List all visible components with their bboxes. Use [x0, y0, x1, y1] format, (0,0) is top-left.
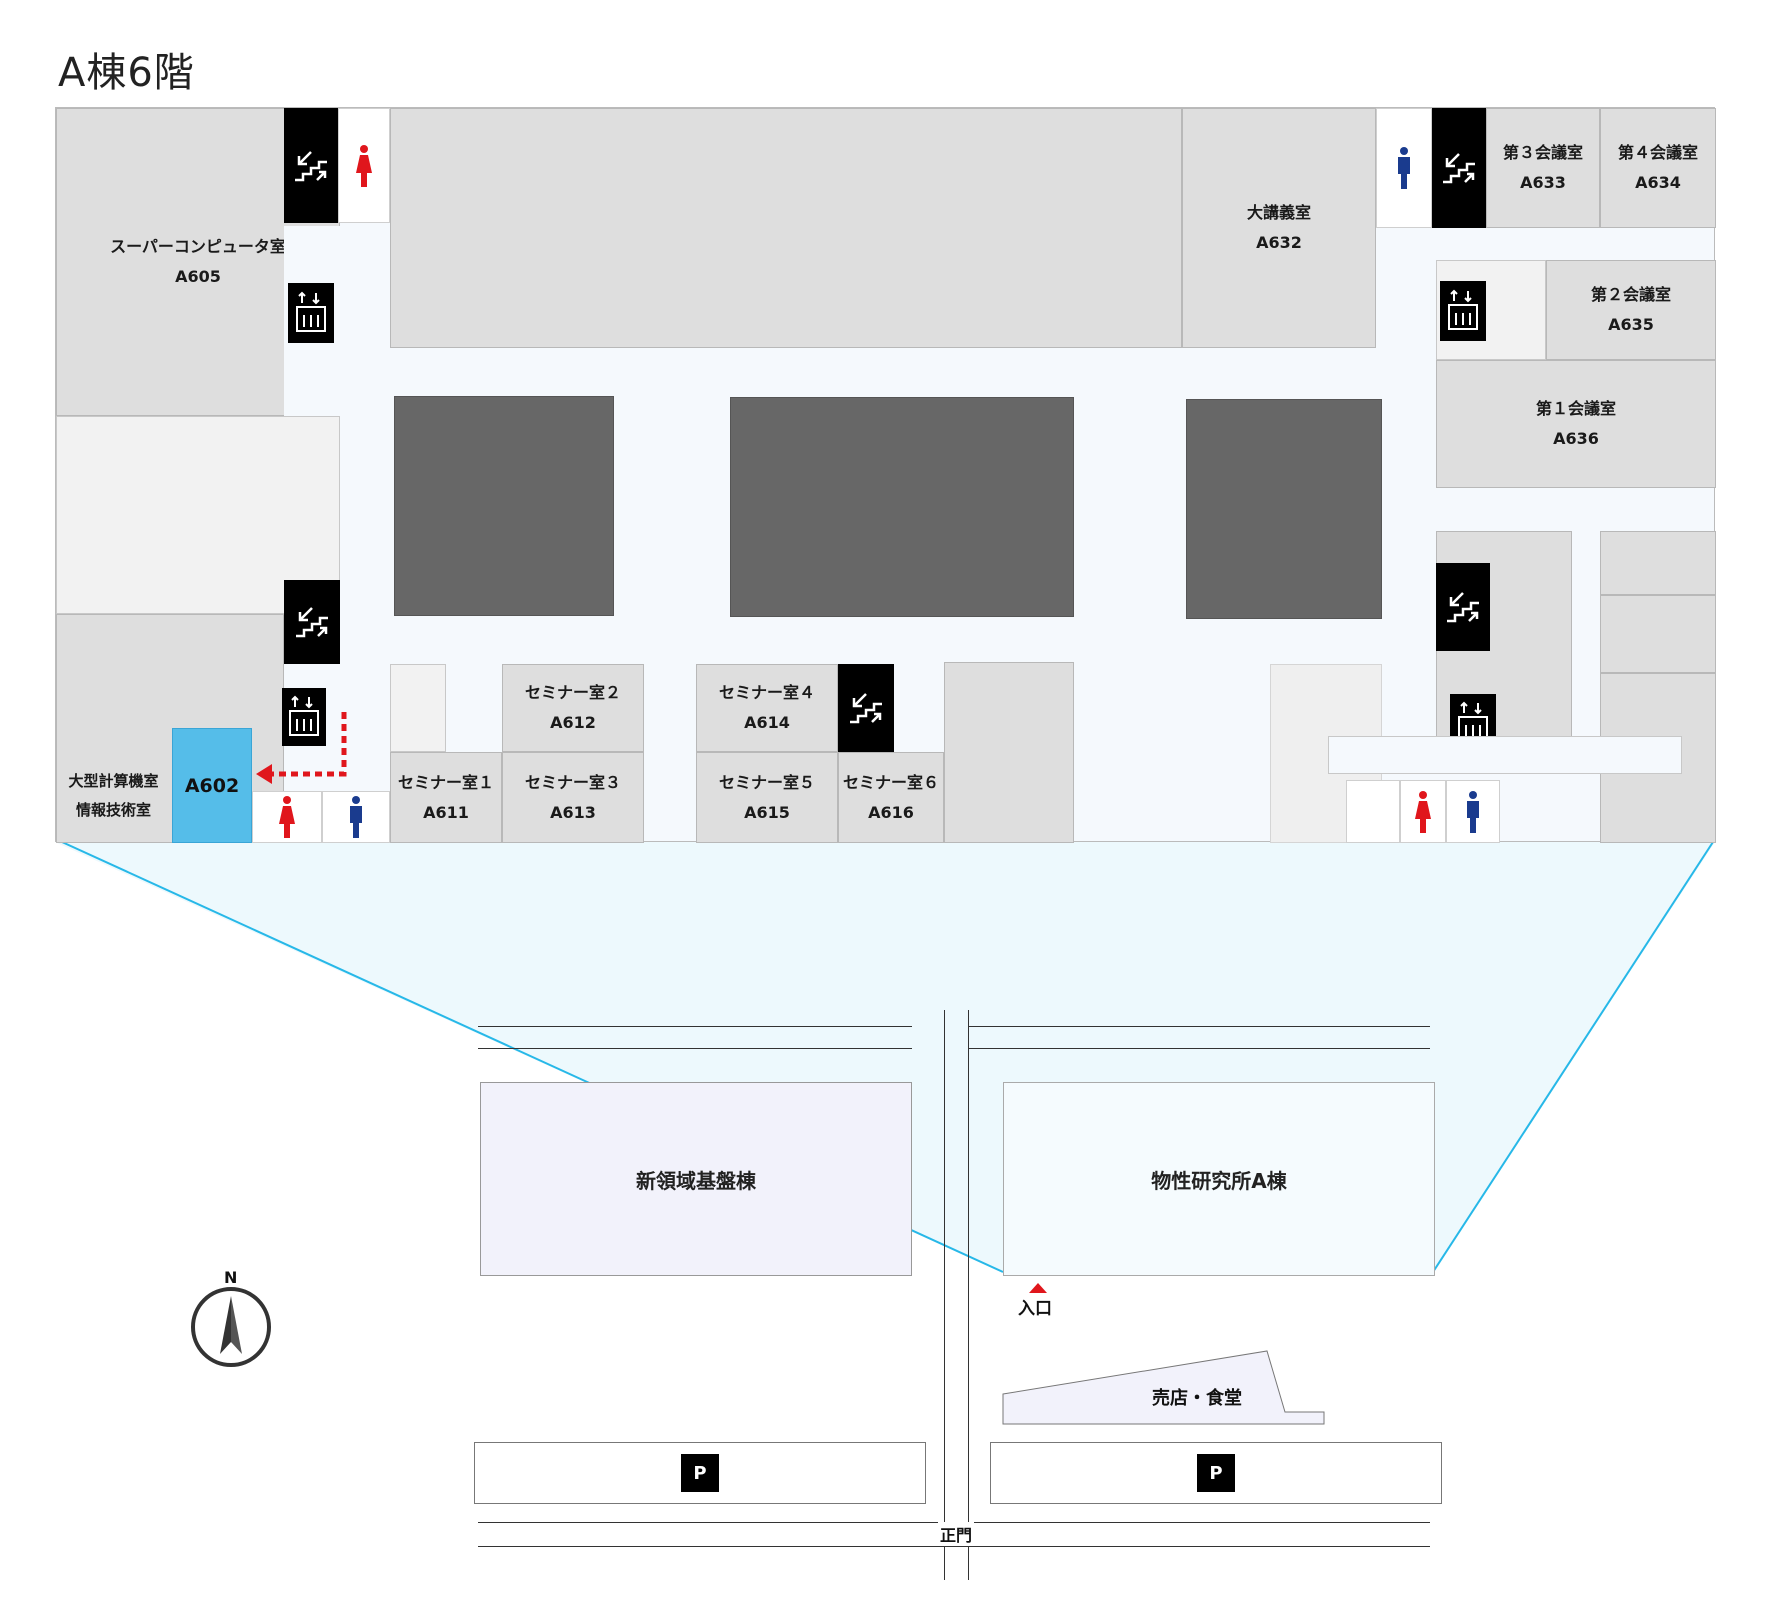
parking-badge: P [681, 1454, 719, 1492]
main-gate-label: 正門 [938, 1522, 975, 1546]
stairs-icon [1432, 108, 1486, 228]
room-large-computer-label[interactable]: 大型計算機室 情報技術室 [68, 772, 159, 819]
floor-title: A棟6階 [58, 50, 195, 96]
male-restroom-icon [1446, 780, 1500, 843]
room-a602-highlight[interactable]: A602 [172, 728, 252, 843]
room-seminar2[interactable]: セミナー室２ A612 [502, 664, 644, 752]
stairs-icon [284, 580, 340, 664]
building-issp-a[interactable]: 物性研究所A棟 [1003, 1082, 1435, 1276]
entrance-marker-icon [1029, 1283, 1047, 1293]
room-seminar1[interactable]: セミナー室１ A611 [390, 752, 502, 843]
stairs-icon [838, 664, 894, 752]
room-lecture-hall[interactable]: 大講義室 A632 [1182, 108, 1376, 348]
room-seminar3[interactable]: セミナー室３ A613 [502, 752, 644, 843]
atrium-3 [1186, 399, 1382, 619]
building-new-frontier[interactable]: 新領域基盤棟 [480, 1082, 912, 1276]
room-number: A605 [175, 267, 221, 286]
room-conf2[interactable]: 第２会議室 A635 [1546, 260, 1716, 360]
shop-building-shape [1002, 1350, 1325, 1425]
elevator-icon [288, 283, 334, 343]
elevator-icon [1440, 281, 1486, 341]
room-seminar4[interactable]: セミナー室４ A614 [696, 664, 838, 752]
room-seminar5[interactable]: セミナー室５ A615 [696, 752, 838, 843]
male-restroom-icon [1376, 108, 1432, 228]
room-right-stack-1 [1600, 531, 1716, 595]
room-conf4[interactable]: 第４会議室 A634 [1600, 108, 1716, 228]
parking-badge: P [1197, 1454, 1235, 1492]
floor-plan: スーパーコンピュータ室 A605 大型計算機室 情報技術室 A602 大講義室 … [55, 107, 1716, 843]
female-restroom-icon [1400, 780, 1446, 843]
room-name: スーパーコンピュータ室 [110, 237, 286, 256]
north-label: N [224, 1268, 238, 1287]
room-seminar6[interactable]: セミナー室６ A616 [838, 752, 944, 843]
elevator-icon [282, 688, 326, 746]
female-restroom-icon [252, 791, 322, 843]
room-top-large [390, 108, 1182, 348]
room-bottom-center [944, 662, 1074, 843]
shop-label[interactable]: 売店・食堂 [1152, 1388, 1242, 1409]
atrium-1 [394, 396, 614, 616]
atrium-2 [730, 397, 1074, 617]
room-right-stack-2 [1600, 595, 1716, 673]
parking-right[interactable]: P [990, 1442, 1442, 1504]
male-restroom-icon [322, 791, 390, 843]
parking-left[interactable]: P [474, 1442, 926, 1504]
room-conf3[interactable]: 第３会議室 A633 [1486, 108, 1600, 228]
female-restroom-icon [338, 108, 390, 223]
entrance-label: 入口 [1018, 1299, 1052, 1319]
route-arrow [256, 712, 347, 784]
stairs-icon [1436, 563, 1490, 651]
room-small-storage [390, 664, 446, 752]
corridor-right-bottom [1328, 736, 1682, 774]
north-compass-icon [191, 1287, 271, 1367]
stairs-icon [284, 108, 338, 223]
room-conf1[interactable]: 第１会議室 A636 [1436, 360, 1716, 488]
